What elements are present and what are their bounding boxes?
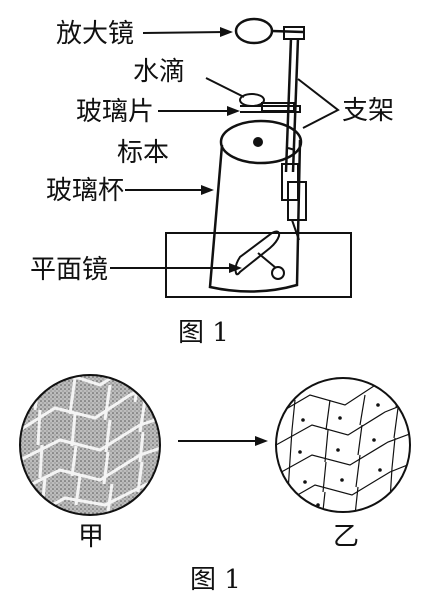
magnifier [234,17,305,45]
label-glass-slide: 玻璃片 [76,97,154,127]
water-drop-on-slide [239,93,301,113]
label-mirror: 平面镜 [30,255,108,285]
arrow-magnifier [142,27,233,37]
base-board [165,232,352,298]
specimen-dot [253,137,263,147]
pointer-water-drop [205,77,245,98]
label-left-cells: 甲 [78,522,104,552]
bracket-stand [297,78,340,129]
caption-bottom: 图 1 [190,565,241,595]
cells-circle-right [275,377,411,513]
arrow-mirror [110,263,242,273]
label-stand: 支架 [342,96,394,126]
label-water-drop: 水滴 [133,57,185,87]
caption-top: 图 1 [178,318,229,348]
label-glass-cup: 玻璃杯 [46,176,124,206]
cells-circle-left [19,374,161,516]
arrow-transition [178,436,268,446]
label-right-cells: 乙 [333,522,359,552]
label-specimen: 标本 [117,138,169,168]
label-magnifier: 放大镜 [56,19,134,49]
plane-mirror [234,230,285,280]
arrow-glass-slide [158,106,240,116]
arrow-glass-cup [125,185,214,195]
stand [281,37,307,241]
glass-cup [208,119,303,293]
